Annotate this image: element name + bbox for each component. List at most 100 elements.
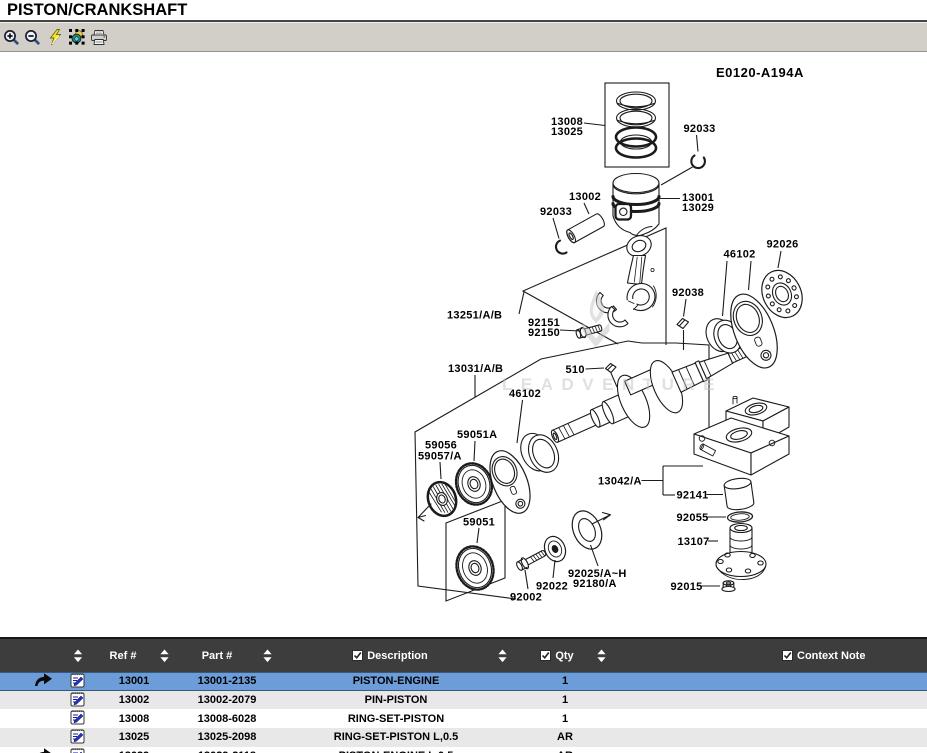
zoom-in-icon (3, 29, 19, 45)
hotspot-button[interactable] (68, 28, 86, 46)
part-sleeve (723, 477, 755, 511)
part-label[interactable]: 13031/A/B (448, 363, 503, 375)
part-label[interactable]: 13025 (551, 126, 583, 138)
part-label[interactable]: 13042/A (598, 476, 642, 488)
part-label[interactable]: 92150 (528, 327, 560, 339)
leader-line (439, 461, 442, 480)
part-label[interactable]: 92002 (510, 592, 542, 604)
column-checkbox[interactable] (352, 650, 364, 661)
note-edit-icon[interactable] (70, 747, 86, 753)
column-header-desc[interactable]: Description (280, 639, 512, 672)
column-header-qty[interactable]: Qty (512, 639, 618, 672)
part-label[interactable]: 59056 (425, 440, 457, 452)
note-edit-icon[interactable] (70, 691, 86, 710)
leader-line (695, 134, 699, 152)
part-circlip-top (690, 154, 706, 170)
cell-part: 13002-2079 (197, 694, 257, 707)
part-label[interactable]: 13001 (682, 192, 714, 204)
zoom-in-button[interactable] (2, 28, 20, 46)
part-key-510 (604, 362, 617, 374)
sort-icon[interactable] (597, 649, 606, 662)
sort-icon[interactable] (73, 649, 83, 662)
column-label: Part # (201, 649, 233, 662)
leader-line (583, 122, 606, 127)
part-label[interactable]: 59057/A (418, 451, 462, 463)
cell-desc: PISTON-ENGINE L,0.5 (280, 750, 512, 753)
row-arrow-cell[interactable] (0, 672, 62, 690)
part-label[interactable]: 13008 (551, 116, 583, 128)
column-header-ref[interactable]: Ref # (94, 639, 174, 672)
part-label[interactable]: 92033 (540, 206, 572, 218)
zoom-out-button[interactable] (23, 28, 41, 46)
column-header-part[interactable]: Part # (174, 639, 280, 672)
part-label[interactable]: 46102 (509, 388, 541, 400)
part-label[interactable]: 59051A (457, 429, 497, 441)
table-row[interactable]: 1302913029-2118PISTON-ENGINE L,0.5AR (0, 746, 927, 753)
zoom-out-icon (24, 29, 40, 45)
column-checkbox[interactable] (782, 650, 793, 661)
svg-text:LEADVENTURE: LEADVENTURE (502, 375, 723, 394)
part-nut (721, 580, 736, 593)
leader-line (516, 399, 524, 444)
row-arrow-cell[interactable] (0, 747, 62, 753)
cell-part: 13008-6028 (197, 712, 257, 725)
part-label[interactable]: 13002 (569, 191, 601, 203)
part-circlip-left (554, 239, 568, 255)
part-label[interactable]: 92038 (672, 287, 704, 299)
sort-icon[interactable] (263, 649, 272, 662)
group-parts (417, 91, 803, 593)
part-gear-59051 (455, 545, 495, 591)
part-label[interactable]: 13251/A/B (447, 310, 502, 322)
column-label: Qty (555, 649, 574, 662)
sort-icon[interactable] (498, 649, 507, 662)
part-label[interactable]: 92025/A~H (568, 568, 627, 580)
cell-ref: 13008 (118, 712, 150, 725)
group-boxes (414, 82, 710, 602)
title-bar: PISTON/CRANKSHAFT (0, 0, 927, 22)
leader-line (660, 166, 693, 186)
part-label[interactable]: 510 (566, 364, 585, 376)
part-label[interactable]: 92022 (536, 581, 568, 593)
part-label[interactable]: 92141 (677, 490, 709, 502)
column-checkbox[interactable] (540, 650, 552, 661)
part-piston-pin (566, 213, 605, 244)
part-label[interactable]: 13107 (678, 536, 710, 548)
part-retainer-plate-right (730, 293, 778, 369)
print-icon (91, 29, 107, 45)
part-label[interactable]: 59051 (463, 517, 495, 529)
part-label[interactable]: 92180/A (573, 578, 617, 590)
cell-ref: 13029 (94, 750, 174, 753)
column-header-note: Context Note (618, 639, 927, 672)
part-label[interactable]: 92055 (677, 512, 709, 524)
leader-line (610, 372, 618, 388)
leader-line (552, 217, 560, 239)
sort-icon[interactable] (160, 649, 169, 662)
curved-arrow-icon (33, 747, 54, 753)
part-label[interactable]: 92015 (671, 581, 703, 593)
leader-line (747, 260, 752, 291)
cell-desc: RING-SET-PISTON (347, 712, 445, 725)
part-o-ring (726, 511, 754, 523)
flash-button[interactable] (46, 28, 64, 46)
part-crankcase-halves (693, 395, 790, 476)
column-header-icon[interactable] (62, 639, 94, 672)
leader-line (777, 250, 782, 269)
note-edit-icon[interactable] (70, 672, 86, 691)
leader-line (476, 527, 480, 544)
part-ring-set (614, 91, 658, 159)
print-button[interactable] (90, 28, 108, 46)
part-label[interactable]: 92026 (767, 239, 799, 251)
part-label[interactable]: 92151 (528, 317, 560, 329)
part-ball-bearing (761, 269, 803, 319)
part-label[interactable]: 92033 (684, 123, 716, 135)
note-edit-icon[interactable] (70, 709, 86, 728)
part-label[interactable]: 13029 (682, 202, 714, 214)
leader-lines (439, 122, 782, 590)
note-edit-icon[interactable] (70, 728, 86, 747)
part-label[interactable]: 46102 (724, 249, 756, 261)
